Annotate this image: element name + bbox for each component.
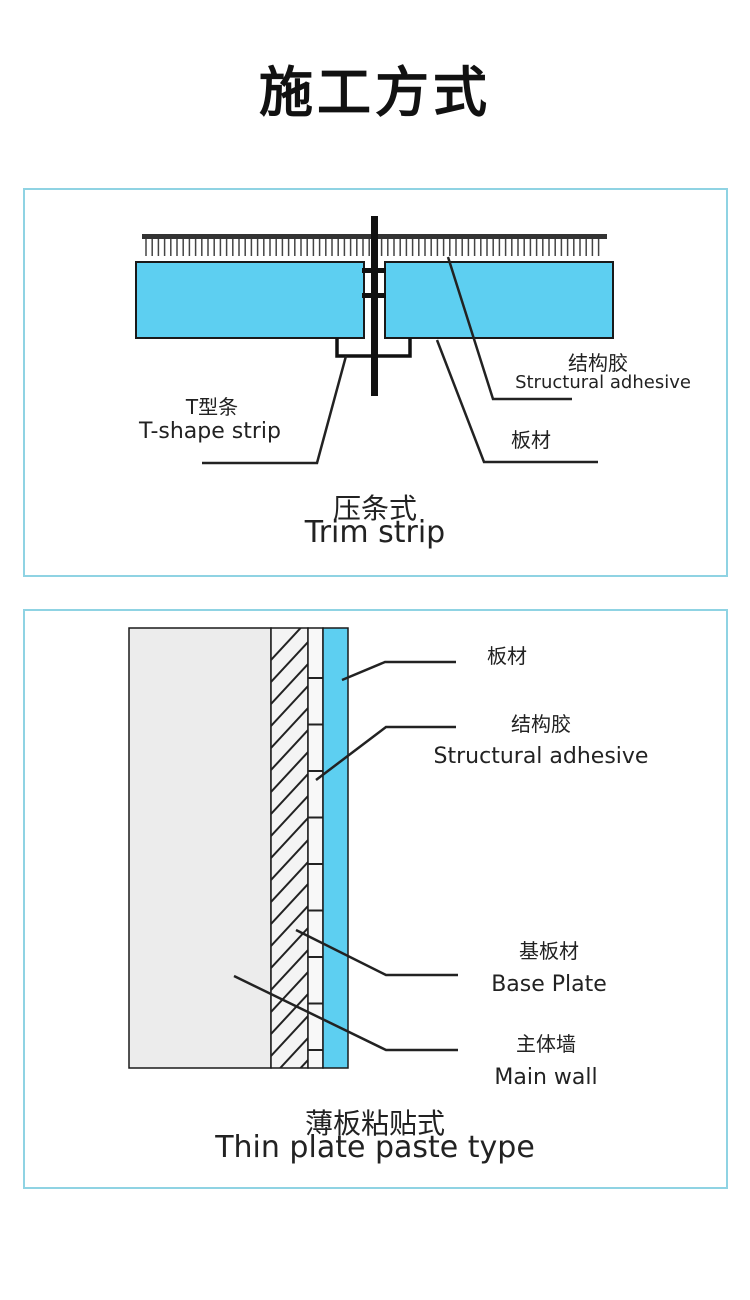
trim-strip-diagram xyxy=(135,216,614,465)
t-strip-connector-1 xyxy=(362,268,386,273)
hatch-line xyxy=(271,751,308,793)
adhesive-ticks xyxy=(308,677,323,1051)
hatch-line xyxy=(271,883,308,925)
hatch-line xyxy=(271,861,308,903)
leader-board-b xyxy=(341,660,456,682)
label-adhesive-cn: 结构胶 xyxy=(568,351,628,375)
caption-thin-en: Thin plate paste type xyxy=(215,1130,535,1165)
hatch-line xyxy=(271,839,308,881)
hatch-line xyxy=(271,1082,308,1122)
label-adhesive-en: Structural adhesive xyxy=(515,372,691,393)
caption-trim-en: Trim strip xyxy=(304,515,446,550)
hatch-line xyxy=(271,993,308,1035)
hatch-line xyxy=(299,1059,308,1068)
t-strip-bracket xyxy=(335,338,412,358)
hatch-line xyxy=(271,707,308,749)
label-board-b-cn: 板材 xyxy=(487,644,527,668)
board-right xyxy=(384,261,614,339)
label-adhesive-b-en: Structural adhesive xyxy=(433,744,649,769)
leader-main-wall xyxy=(233,974,458,1052)
label-adhesive-b-cn: 结构胶 xyxy=(511,712,571,736)
hatch-line xyxy=(271,905,308,947)
hatch-line xyxy=(271,628,302,661)
thin-plate-diagram xyxy=(128,627,458,1122)
leader-adhesive-b xyxy=(315,725,456,781)
label-t-strip-cn: T型条 xyxy=(185,395,239,419)
t-strip-vertical xyxy=(371,216,378,396)
hatch-line xyxy=(271,663,308,705)
label-base-en: Base Plate xyxy=(491,972,607,997)
base-plate-hatch xyxy=(271,628,308,1122)
caption-thin-cn: 薄板粘贴式 xyxy=(304,1107,446,1140)
hatch-line xyxy=(271,773,308,815)
label-board-cn: 板材 xyxy=(511,428,551,452)
leader-t-strip xyxy=(202,355,348,465)
board-left xyxy=(135,261,365,339)
board-panel xyxy=(322,627,349,1069)
adhesive-layer xyxy=(307,627,324,1069)
leader-base-plate xyxy=(295,928,458,977)
leader-board xyxy=(435,339,598,464)
label-wall-en: Main wall xyxy=(494,1065,598,1090)
main-wall xyxy=(128,627,272,1069)
t-strip-connector-2 xyxy=(362,293,386,298)
hatch-line xyxy=(278,1037,308,1068)
hatch-line xyxy=(271,641,308,683)
label-base-cn: 基板材 xyxy=(519,939,579,963)
hatch-line xyxy=(271,729,308,771)
caption-trim-cn: 压条式 xyxy=(332,492,418,525)
label-wall-cn: 主体墙 xyxy=(516,1032,576,1056)
hatch-line xyxy=(271,927,308,969)
page-title: 施工方式 xyxy=(259,61,491,124)
leader-adhesive xyxy=(446,256,572,401)
label-t-strip-en: T-shape strip xyxy=(139,419,281,444)
adhesive-teeth xyxy=(145,239,600,256)
hatch-line xyxy=(271,795,308,837)
hatch-line xyxy=(271,1015,308,1057)
hatch-line xyxy=(271,817,308,859)
hatch-line xyxy=(271,971,308,1013)
hatch-line xyxy=(271,685,308,727)
hatch-line xyxy=(271,949,308,991)
